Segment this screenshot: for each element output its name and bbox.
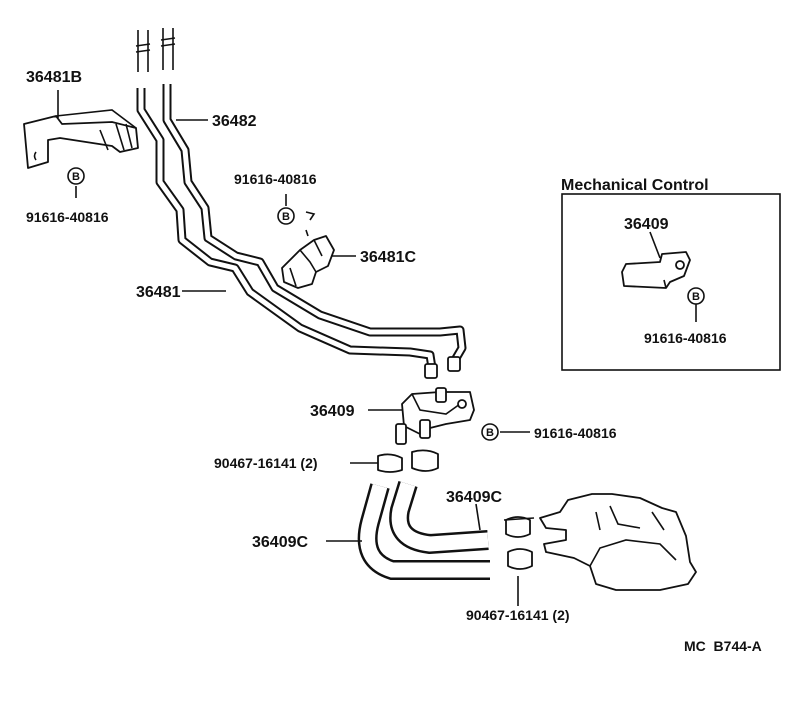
mechanical-control-inset: Mechanical Control: [561, 177, 781, 371]
label-36409-box: 36409: [624, 216, 669, 233]
actuator-body: [539, 493, 697, 591]
label-bolt-box: 91616-40816: [644, 330, 727, 346]
leader-lines: [57, 90, 697, 606]
inset-title: Mechanical Control: [561, 177, 709, 194]
svg-text:B: B: [72, 171, 80, 183]
label-36481B: 36481B: [26, 69, 82, 86]
label-36481: 36481: [136, 284, 181, 301]
clamp-upper-pair: [377, 449, 439, 473]
svg-text:B: B: [486, 427, 494, 439]
hose-36409C-left: [357, 483, 490, 580]
label-bolt-upper: 91616-40816: [234, 171, 317, 187]
svg-text:B: B: [282, 211, 290, 223]
pipe-fittings: [424, 356, 461, 379]
label-36482: 36482: [212, 113, 257, 130]
clamp-lower-pair: [503, 516, 535, 570]
label-36409-main: 36409: [310, 403, 355, 420]
label-36481C: 36481C: [360, 249, 416, 266]
inset-bracket-36409: [621, 251, 691, 289]
pipe-36482: [162, 84, 467, 363]
label-36409C-right: 36409C: [446, 489, 502, 506]
label-36409C-left: 36409C: [252, 534, 308, 551]
bracket-36481C: [281, 211, 335, 289]
valve-bracket-36409: [395, 387, 475, 445]
bracket-36481B: [23, 109, 139, 169]
bolt-symbol-left: B: [67, 167, 85, 185]
bolt-symbol-box: B: [687, 287, 705, 305]
label-clamp-lower: 90467-16141 (2): [466, 607, 570, 623]
hose-36409C-right: [389, 481, 489, 555]
label-bolt-mid: 91616-40816: [534, 425, 617, 441]
label-clamp-upper: 90467-16141 (2): [214, 455, 318, 471]
pipe-break-marks: [135, 28, 176, 72]
svg-text:B: B: [692, 291, 700, 303]
pipe-36481: [136, 88, 437, 369]
bolt-symbol-mid: B: [481, 423, 499, 441]
diagram-code: MC B744-A: [684, 638, 762, 654]
bolt-symbol-upper: B: [277, 207, 295, 225]
label-bolt-left: 91616-40816: [26, 209, 109, 225]
